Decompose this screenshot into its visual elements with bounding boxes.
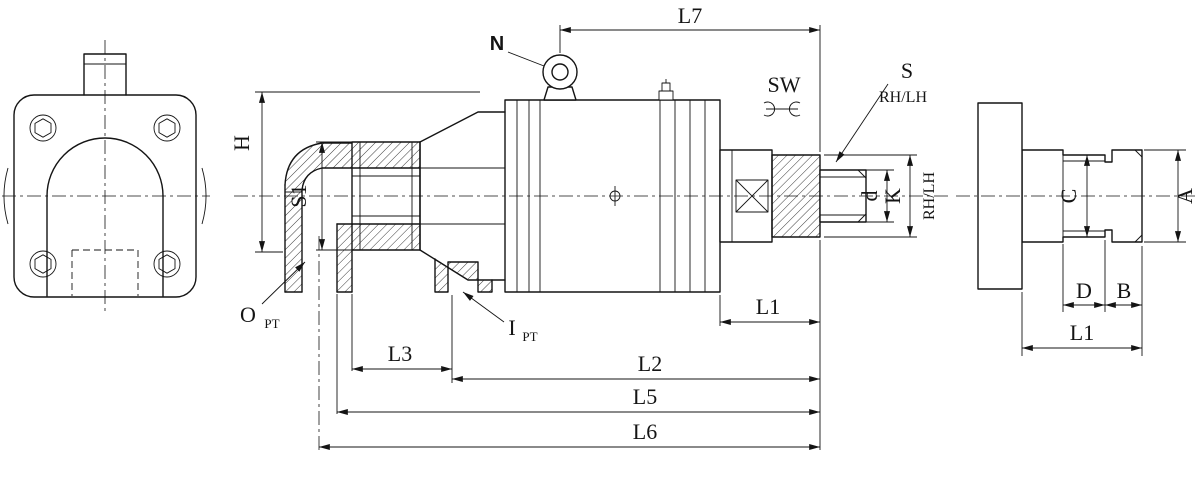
gland-nut xyxy=(351,141,421,251)
bolt-top-right xyxy=(153,114,181,142)
dim-l6-label: L6 xyxy=(633,419,657,444)
bolt-bottom-right xyxy=(153,250,181,278)
label-o-port-sub: PT xyxy=(264,316,279,331)
dim-l3-label: L3 xyxy=(388,341,412,366)
bolt-bottom-left xyxy=(29,250,57,278)
dim-b-label: B xyxy=(1117,278,1132,303)
dim-l1: L1 xyxy=(719,240,821,450)
label-s: S xyxy=(901,58,913,83)
callout-sw: SW xyxy=(768,72,801,97)
dim-l1-right-label: L1 xyxy=(1070,320,1094,345)
dim-l1-label: L1 xyxy=(756,294,780,319)
dim-l6: L6 xyxy=(318,236,820,452)
dim-l3: L3 xyxy=(351,294,453,383)
label-sw: SW xyxy=(768,72,801,97)
inlet-boss xyxy=(434,258,493,293)
dim-d-right-label: D xyxy=(1076,278,1092,303)
shaft-chamfers xyxy=(1134,149,1143,243)
elbow xyxy=(284,142,353,293)
dimensions-middle: L7 H S1 d K RH/LH L1 xyxy=(229,3,938,452)
label-o-port: O xyxy=(240,302,256,327)
dim-l2-label: L2 xyxy=(638,351,662,376)
bolt-top-left xyxy=(29,114,57,142)
dim-h-label: H xyxy=(229,135,254,151)
dim-l5: L5 xyxy=(336,294,820,416)
dim-l5-label: L5 xyxy=(633,384,657,409)
end-view: C A D B L1 xyxy=(977,102,1197,356)
label-i-port-sub: PT xyxy=(522,329,537,344)
dim-l1-right: L1 xyxy=(1021,292,1142,356)
dim-d-right: D xyxy=(1062,240,1106,312)
dim-l7: L7 xyxy=(559,3,821,152)
dim-b: B xyxy=(1105,246,1143,356)
yoke-arch xyxy=(46,137,164,297)
grease-fitting xyxy=(658,79,674,101)
label-s-sub: RH/LH xyxy=(879,89,927,106)
callout-o-port: O PT xyxy=(240,261,306,331)
dim-l7-label: L7 xyxy=(678,3,702,28)
label-n: N xyxy=(490,33,504,55)
wrench-icon xyxy=(763,101,801,117)
callout-n: N xyxy=(490,33,545,67)
label-i-port: I xyxy=(508,315,515,340)
callout-i-port: I PT xyxy=(462,291,538,344)
lifting-eye xyxy=(542,54,578,101)
dim-s1-label: S1 xyxy=(286,184,311,207)
callout-s: S RH/LH xyxy=(835,58,927,163)
centerlines xyxy=(2,40,1198,314)
dim-h: H xyxy=(229,91,480,253)
dim-l2: L2 xyxy=(452,351,820,383)
